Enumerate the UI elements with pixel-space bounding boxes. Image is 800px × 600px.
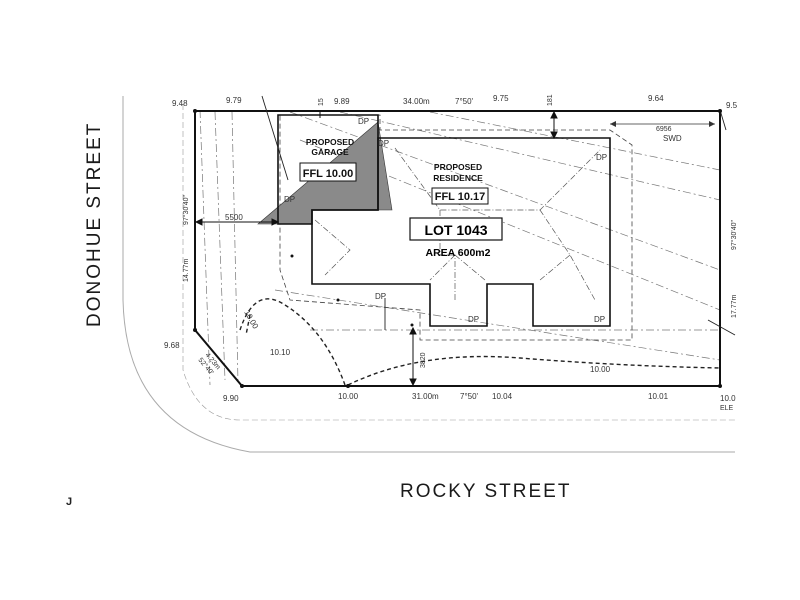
spot-level: 9.48 — [172, 99, 188, 108]
lot-area: AREA 600m2 — [426, 247, 491, 259]
residence-footprint — [311, 137, 611, 327]
street-name-left: DONOHUE STREET — [84, 122, 105, 327]
swd-arrow-left — [610, 121, 616, 127]
garage-label-line1: PROPOSED — [306, 137, 354, 147]
setback-bottom: 3820 — [420, 352, 427, 368]
contour-label: 10.10 — [270, 348, 291, 357]
downpipe-label: DP — [378, 139, 389, 148]
downpipe-label: DP — [596, 153, 607, 162]
spot-level: 10.0 — [720, 394, 736, 403]
road-kerb-line-inner — [182, 104, 735, 421]
downpipe-label: DP — [594, 315, 605, 324]
top-bearing: 7°50' — [455, 97, 474, 106]
setback-top: 181 — [547, 94, 554, 106]
top-length: 34.00m — [403, 97, 430, 106]
contour-label: 10.00 — [242, 309, 260, 331]
swd-label: SWD — [663, 134, 682, 143]
downpipe-label: DP — [358, 117, 369, 126]
downpipe-label: DP — [284, 195, 295, 204]
roof-ridge-lines — [314, 147, 601, 301]
setback-top-small: 15 — [318, 98, 325, 106]
right-bearing: 97°30'40" — [730, 220, 738, 250]
swd-arrow-right — [709, 121, 715, 127]
partial-label: ELE — [720, 405, 734, 412]
garage-ffl-box — [299, 162, 357, 182]
spot-level: 9.79 — [226, 96, 242, 105]
left-bearing: 97°30'40" — [182, 195, 190, 225]
corner-mark: J — [66, 496, 72, 508]
residence-label-line2: RESIDENCE — [433, 173, 483, 183]
spot-level: 9.64 — [648, 94, 664, 103]
spot-level: 9.68 — [164, 341, 180, 350]
spot-level: 9.5 — [726, 101, 738, 110]
spot-level: 9.75 — [493, 94, 509, 103]
spot-level: 10.04 — [492, 392, 513, 401]
garage-label-line2: GARAGE — [311, 147, 349, 157]
spot-level: 10.00 — [338, 392, 359, 401]
residence-ffl-box — [431, 187, 489, 205]
residence-ffl: FFL 10.17 — [435, 191, 486, 203]
setback-arrows — [194, 110, 558, 387]
lot-name-box — [409, 217, 503, 241]
spot-level: 10.01 — [648, 392, 669, 401]
bottom-bearing: 7°50' — [460, 392, 479, 401]
spot-level: 9.90 — [223, 394, 239, 403]
swd-distance: 6956 — [656, 126, 672, 133]
lot-boundary — [194, 110, 721, 387]
garage-ffl: FFL 10.00 — [303, 168, 354, 180]
roof-outline — [279, 114, 633, 341]
contour-label: 10.00 — [590, 365, 611, 374]
street-name-bottom: ROCKY STREET — [400, 481, 571, 502]
downpipe-label: DP — [468, 315, 479, 324]
lot-name: LOT 1043 — [424, 222, 487, 238]
road-kerb-line — [122, 96, 735, 453]
left-length: 14.77m — [183, 258, 190, 282]
downpipe-label: DP — [375, 292, 386, 301]
residence-label-line1: PROPOSED — [434, 162, 482, 172]
right-length: 17.77m — [731, 294, 738, 318]
leader-lines — [261, 95, 736, 336]
bottom-length: 31.00m — [412, 392, 439, 401]
survey-points — [193, 109, 722, 388]
spot-level: 9.89 — [334, 97, 350, 106]
setback-left: 5500 — [225, 213, 243, 222]
service-lines — [199, 109, 721, 386]
contour-lines — [239, 298, 721, 386]
